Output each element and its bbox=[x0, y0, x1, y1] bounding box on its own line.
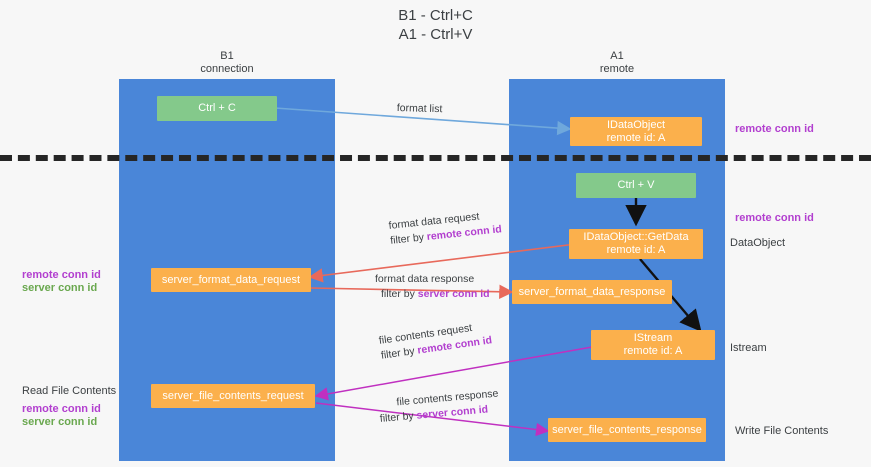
column-header-b1: B1 connection bbox=[200, 50, 254, 75]
right-label-remote-conn-id-mid: remote conn id bbox=[735, 212, 814, 224]
node-server-file-contents-response[interactable]: server_file_contents_response bbox=[548, 418, 706, 442]
edge-label-format-list-text: format list bbox=[396, 101, 443, 116]
left-label-remote-conn-id: remote conn id bbox=[22, 269, 101, 281]
keyword-server-conn-id: server conn id bbox=[417, 288, 490, 300]
node-idataobject-getdata[interactable]: IDataObject::GetData remote id: A bbox=[569, 229, 703, 259]
right-label-istream: Istream bbox=[730, 342, 767, 354]
node-server-format-data-request[interactable]: server_format_data_request bbox=[151, 268, 311, 292]
column-header-a1: A1 remote bbox=[599, 50, 635, 75]
edge-label-format-data-response-line1: format data response bbox=[375, 273, 475, 285]
node-server-file-contents-request[interactable]: server_file_contents_request bbox=[151, 384, 315, 408]
phase-divider bbox=[0, 155, 871, 161]
left-label-remote-conn-id-2: remote conn id bbox=[22, 403, 101, 415]
node-server-format-data-response[interactable]: server_format_data_response bbox=[512, 280, 672, 304]
left-label-server-conn-id-2: server conn id bbox=[22, 416, 98, 428]
node-idataobject[interactable]: IDataObject remote id: A bbox=[570, 117, 702, 146]
left-label-server-conn-id: server conn id bbox=[22, 282, 98, 294]
right-label-remote-conn-id-top: remote conn id bbox=[735, 123, 814, 135]
node-istream[interactable]: IStream remote id: A bbox=[591, 330, 715, 360]
node-ctrl-c[interactable]: Ctrl + C bbox=[157, 96, 277, 121]
edge-label-format-data-response: format data response filter by server co… bbox=[375, 272, 490, 302]
edge-label-format-data-response-line2: filter by server conn id bbox=[381, 288, 490, 300]
diagram-title: B1 - Ctrl+C A1 - Ctrl+V bbox=[398, 7, 473, 43]
left-label-read-file-contents: Read File Contents bbox=[22, 385, 117, 397]
edge-label-format-list: format list bbox=[397, 101, 443, 117]
node-ctrl-v[interactable]: Ctrl + V bbox=[576, 173, 696, 198]
right-label-write-file-contents: Write File Contents bbox=[735, 425, 829, 437]
right-label-dataobject: DataObject bbox=[730, 237, 786, 249]
